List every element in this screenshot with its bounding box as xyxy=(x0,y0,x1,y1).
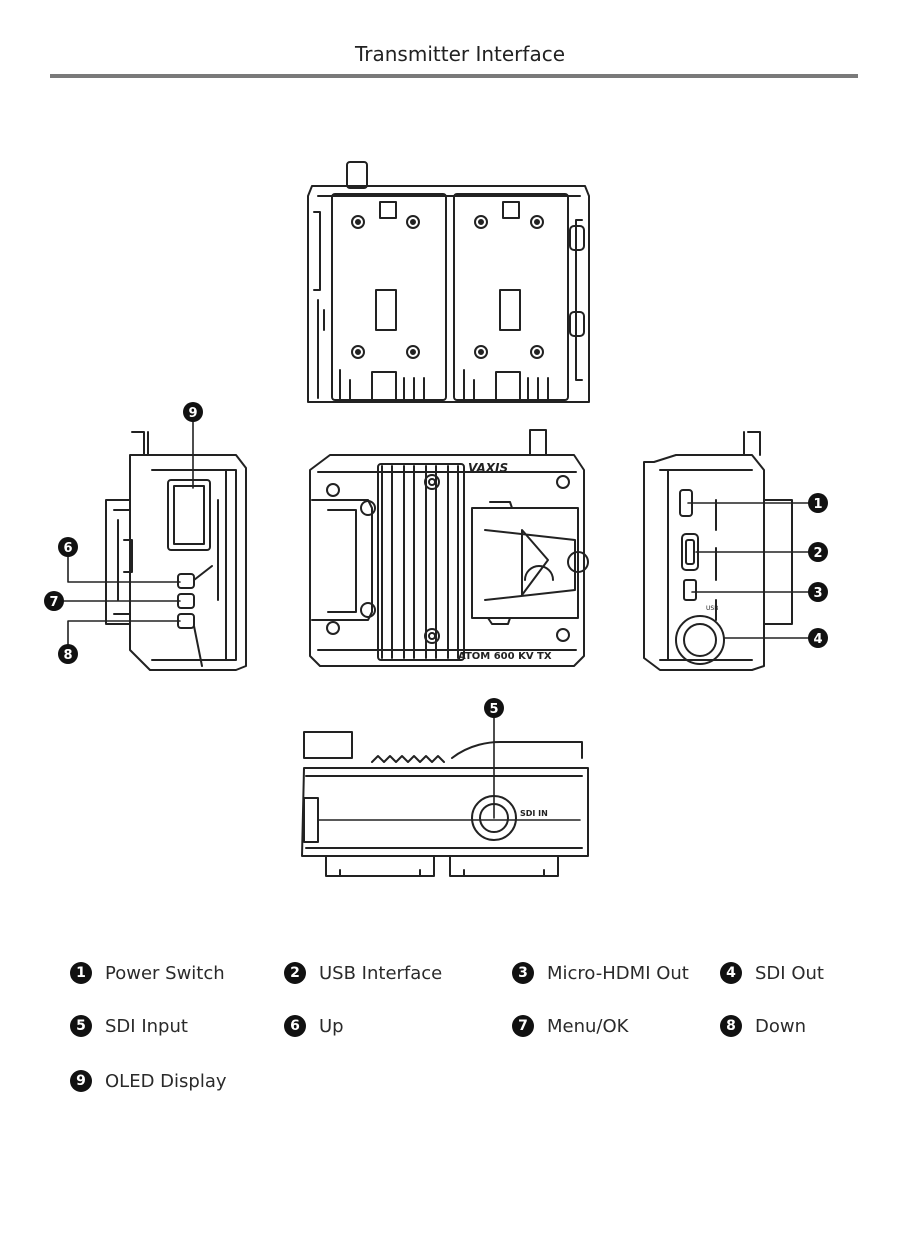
svg-text:9: 9 xyxy=(188,406,197,421)
callout-1: 1 xyxy=(808,493,828,513)
legend-label: SDI Out xyxy=(755,962,824,984)
left-side-view xyxy=(105,431,247,671)
usb-port-label: USB xyxy=(706,605,718,612)
legend-label: OLED Display xyxy=(105,1070,227,1092)
brand-logo: VAXIS xyxy=(468,461,508,475)
svg-text:6: 6 xyxy=(63,541,72,556)
legend-label: Down xyxy=(755,1015,807,1037)
callout-3: 3 xyxy=(808,582,828,602)
legend-number: 9 xyxy=(70,1070,92,1092)
legend-item-oled-display: 9 OLED Display xyxy=(70,1070,227,1092)
legend-number: 3 xyxy=(512,962,534,984)
legend-item-sdi-input: 5 SDI Input xyxy=(70,1015,188,1037)
legend-label: Menu/OK xyxy=(547,1015,629,1037)
legend-label: Micro-HDMI Out xyxy=(547,962,689,984)
right-side-view: USB xyxy=(643,431,793,671)
svg-text:4: 4 xyxy=(813,632,822,647)
legend-item-up: 6 Up xyxy=(284,1015,344,1037)
svg-text:8: 8 xyxy=(63,648,72,663)
svg-text:1: 1 xyxy=(813,497,822,512)
callout-6: 6 xyxy=(58,537,78,557)
legend-item-sdi-out: 4 SDI Out xyxy=(720,962,824,984)
legend-item-power-switch: 1 Power Switch xyxy=(70,962,225,984)
model-label: ATOM 600 KV TX xyxy=(458,651,552,662)
legend-item-down: 8 Down xyxy=(720,1015,806,1037)
callout-7: 7 xyxy=(44,591,64,611)
legend-item-micro-hdmi-out: 3 Micro-HDMI Out xyxy=(512,962,689,984)
callout-5: 5 xyxy=(484,698,504,718)
top-view xyxy=(307,161,590,403)
legend-number: 1 xyxy=(70,962,92,984)
sdi-in-port-label: SDI IN xyxy=(520,809,548,818)
svg-text:5: 5 xyxy=(489,702,498,717)
svg-text:3: 3 xyxy=(813,586,822,601)
callout-2: 2 xyxy=(808,542,828,562)
callout-lines xyxy=(63,421,819,821)
callout-4: 4 xyxy=(808,628,828,648)
legend-label: Power Switch xyxy=(105,962,225,984)
legend-label: SDI Input xyxy=(105,1015,188,1037)
bottom-view: SDI IN xyxy=(301,731,589,877)
callout-8: 8 xyxy=(58,644,78,664)
legend-number: 7 xyxy=(512,1015,534,1037)
legend-number: 2 xyxy=(284,962,306,984)
legend-label: Up xyxy=(319,1015,344,1037)
legend-number: 8 xyxy=(720,1015,742,1037)
callout-9: 9 xyxy=(183,402,203,422)
callout-markers: 9 6 7 8 1 2 3 4 5 xyxy=(44,402,828,718)
title-divider xyxy=(50,74,858,78)
legend-label: USB Interface xyxy=(319,962,443,984)
front-view: VAXIS ATOM 600 KV TX xyxy=(309,429,589,667)
svg-text:2: 2 xyxy=(813,546,822,561)
legend-item-usb-interface: 2 USB Interface xyxy=(284,962,442,984)
svg-text:7: 7 xyxy=(49,595,58,610)
legend-item-menu-ok: 7 Menu/OK xyxy=(512,1015,628,1037)
page-title: Transmitter Interface xyxy=(355,42,565,66)
legend-number: 5 xyxy=(70,1015,92,1037)
legend-number: 4 xyxy=(720,962,742,984)
legend-number: 6 xyxy=(284,1015,306,1037)
